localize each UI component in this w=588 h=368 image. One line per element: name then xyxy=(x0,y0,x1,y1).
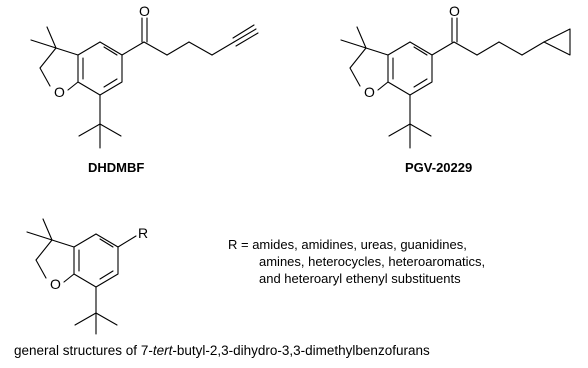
general-oxygen-atom: O xyxy=(50,276,61,292)
pgv-20229-oxygen-atom: O xyxy=(364,84,375,100)
r-group-label: R xyxy=(138,225,148,241)
general-structure xyxy=(26,218,137,335)
r-group-line-1: R = amides, amidines, ureas, guanidines, xyxy=(228,237,467,252)
r-group-line-2: amines, heterocycles, heteroaromatics, xyxy=(259,254,486,269)
caption-prefix: general structures of 7- xyxy=(14,343,153,358)
r-group-description: R = amides, amidines, ureas, guanidines,… xyxy=(228,236,568,287)
pgv-20229-carbonyl-oxygen-atom: O xyxy=(449,3,460,19)
pgv-20229-structure xyxy=(340,17,571,149)
caption-italic: tert xyxy=(152,343,173,358)
pgv-20229-label: PGV-20229 xyxy=(405,160,472,175)
r-group-line-3: and heteroaryl ethenyl substituents xyxy=(259,271,461,286)
dhdmbf-carbonyl-oxygen-atom: O xyxy=(139,3,150,19)
dhdmbf-structure xyxy=(30,17,259,149)
dhdmbf-oxygen-atom: O xyxy=(54,84,65,100)
figure-caption: general structures of 7-tert-butyl-2,3-d… xyxy=(14,343,430,358)
dhdmbf-label: DHDMBF xyxy=(88,160,144,175)
caption-suffix: -butyl-2,3-dihydro-3,3-dimethylbenzofura… xyxy=(172,343,430,358)
